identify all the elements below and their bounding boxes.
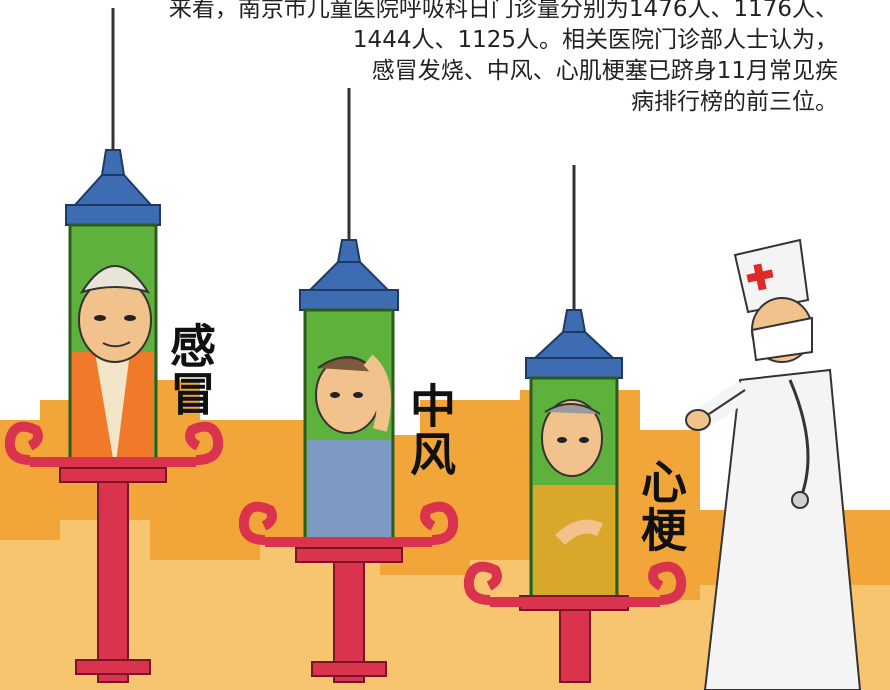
caption-line: 1444人、1125人。相关医院门诊部人士认为， — [352, 27, 838, 53]
news-caption: 来看，南京市儿童医院呼吸科日门诊量分别为1476人、1176人、 1444人、1… — [138, 0, 838, 118]
doctor-figure — [685, 238, 862, 690]
caption-line: 来看，南京市儿童医院呼吸科日门诊量分别为1476人、1176人、 — [168, 0, 838, 22]
patient-cold-figure — [72, 265, 154, 470]
caption-line: 病排行榜的前三位。 — [631, 89, 838, 115]
label-stroke: 中风 — [403, 382, 457, 478]
label-cold: 感冒 — [163, 322, 217, 418]
syringe-cold — [4, 8, 224, 683]
syringe-heart-attack — [463, 165, 687, 683]
caption-line: 感冒发烧、中风、心肌梗塞已跻身11月常见疾 — [371, 58, 838, 84]
syringe-stroke — [238, 88, 459, 683]
label-heart-attack: 心梗 — [634, 458, 688, 554]
patient-heart-figure — [533, 399, 615, 596]
patient-stroke-figure — [307, 354, 391, 548]
